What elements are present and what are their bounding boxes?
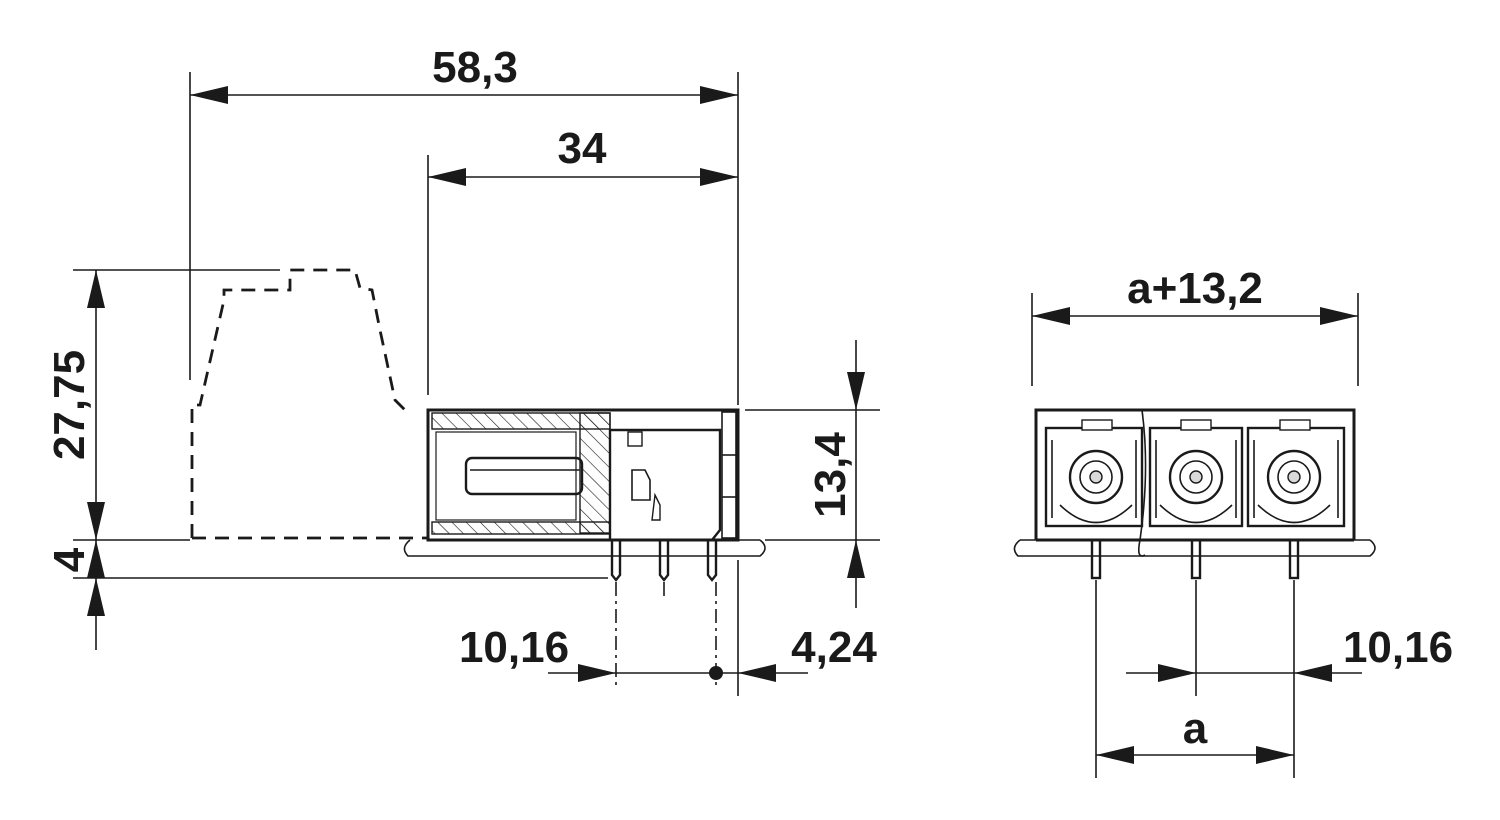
dim-body-height-label: 13,4 [806,432,855,518]
dimension-origin-dot [709,666,723,680]
dim-body-height: 13,4 [745,340,880,608]
clamp-window-1 [1044,419,1144,528]
pcb-line-side [403,539,766,557]
dim-pitch-side: 10,16 4,24 [459,560,877,696]
dim-body-length: 34 [427,124,738,395]
dim-a: a [1096,704,1294,764]
dim-pitch-side-label: 10,16 [459,623,569,672]
solder-pins-front [1090,538,1300,580]
dim-total-height: 27,75 [45,269,280,541]
dim-overall-length-label: 58,3 [432,43,518,92]
clamp-window-2 [1148,419,1244,528]
front-view: a+13,2 [1013,264,1453,778]
dim-overall-length: 58,3 [189,43,739,405]
pcb-line-front [1013,539,1376,557]
dim-a-label: a [1183,704,1208,753]
solder-pins-side [610,540,718,582]
housing-body [426,408,740,542]
dim-pitch-front-label: 10,16 [1343,623,1453,672]
pin-extension-lines-front [1095,580,1295,778]
side-view: 58,3 34 27,75 4 [45,43,880,696]
dim-pitch-front: 10,16 [1126,623,1453,682]
clamp-window-3 [1246,419,1346,528]
dim-width: a+13,2 [1031,264,1359,386]
dim-pin-length: 4 [45,540,608,650]
dim-body-length-label: 34 [558,124,607,173]
dim-total-height-label: 27,75 [45,350,94,460]
dim-width-label: a+13,2 [1127,264,1263,313]
plug-outline-dashed [190,268,428,540]
dim-pin-length-label: 4 [45,547,94,572]
dim-offset-label: 4,24 [791,623,877,672]
